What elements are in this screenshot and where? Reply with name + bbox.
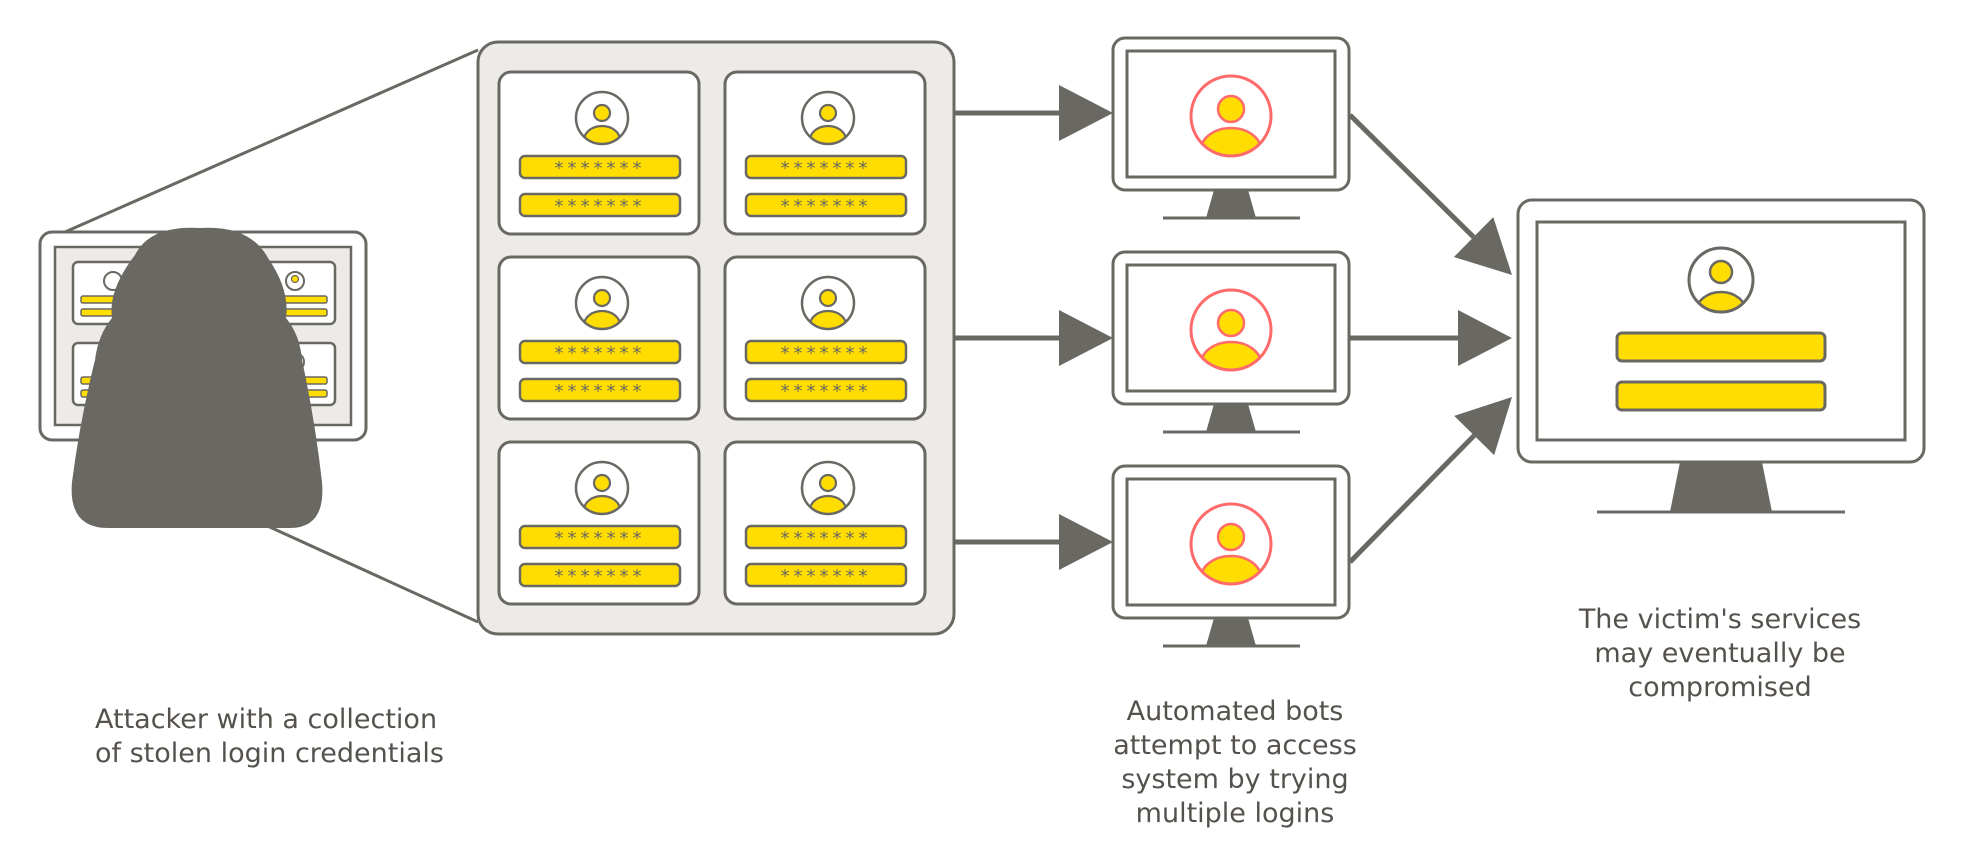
bot-monitor: [1111, 36, 1351, 220]
bots-caption: Automated bots attempt to access system …: [1113, 696, 1357, 829]
username-field: [744, 524, 908, 550]
credential-card: ******* *******: [723, 70, 927, 236]
credential-card: ******* *******: [497, 440, 701, 606]
credential-cards: ****************************************…: [497, 70, 927, 606]
victim-caption: The victim's services may eventually be …: [1578, 604, 1862, 703]
arrows: [955, 85, 1512, 570]
credential-card: ******* *******: [497, 70, 701, 236]
bot-user-icon: [1189, 288, 1273, 372]
credential-card: ******* *******: [723, 255, 927, 421]
monitor-stand: [1670, 462, 1772, 512]
zoom-line-bottom: [249, 516, 479, 624]
password-mask-text: *******: [781, 343, 872, 364]
victim-password-field: [1615, 380, 1827, 412]
arrow-right-icon: [1350, 310, 1512, 366]
victim-username-field: [1615, 331, 1827, 363]
arrow-right-icon: [955, 514, 1113, 570]
username-field: [518, 524, 682, 550]
monitor-stand: [1206, 190, 1256, 218]
username-field: [518, 154, 682, 180]
credential-card: ******* *******: [723, 440, 927, 606]
arrow-right-icon: [1348, 113, 1512, 275]
arrow-right-icon: [955, 310, 1113, 366]
password-field: [744, 377, 908, 403]
password-mask-text: *******: [555, 343, 646, 364]
username-field: [744, 154, 908, 180]
credential-card: ******* *******: [497, 255, 701, 421]
password-mask-text: *******: [781, 528, 872, 549]
user-avatar-icon: [574, 90, 630, 146]
arrow-right-icon: [1348, 397, 1512, 564]
zoom-line-top: [64, 48, 479, 234]
password-mask-text: *******: [781, 566, 872, 587]
password-mask-text: *******: [555, 158, 646, 179]
victim-monitor: [1516, 198, 1926, 514]
user-avatar-icon: [574, 460, 630, 516]
password-field: [518, 192, 682, 218]
user-avatar-icon: [800, 275, 856, 331]
password-field: [518, 377, 682, 403]
monitor-stand: [1206, 404, 1256, 432]
bot-user-icon: [1189, 502, 1273, 586]
arrow-right-icon: [955, 85, 1113, 141]
username-field: [744, 339, 908, 365]
password-mask-text: *******: [555, 566, 646, 587]
password-field: [518, 562, 682, 588]
monitor-stand: [1206, 618, 1256, 646]
victim-user-avatar-icon: [1687, 246, 1755, 314]
username-field: [518, 339, 682, 365]
bot-monitor: [1111, 250, 1351, 434]
bot-monitors: [1111, 36, 1351, 648]
attacker-caption: Attacker with a collection of stolen log…: [95, 704, 444, 769]
password-field: [744, 562, 908, 588]
password-mask-text: *******: [781, 196, 872, 217]
hooded-attacker-icon: [71, 227, 323, 528]
password-mask-text: *******: [555, 528, 646, 549]
user-avatar-icon: [574, 275, 630, 331]
password-mask-text: *******: [781, 158, 872, 179]
bot-monitor: [1111, 464, 1351, 648]
user-avatar-icon: [800, 90, 856, 146]
bot-user-icon: [1189, 74, 1273, 158]
password-field: [744, 192, 908, 218]
password-mask-text: *******: [555, 381, 646, 402]
password-mask-text: *******: [781, 381, 872, 402]
password-mask-text: *******: [555, 196, 646, 217]
